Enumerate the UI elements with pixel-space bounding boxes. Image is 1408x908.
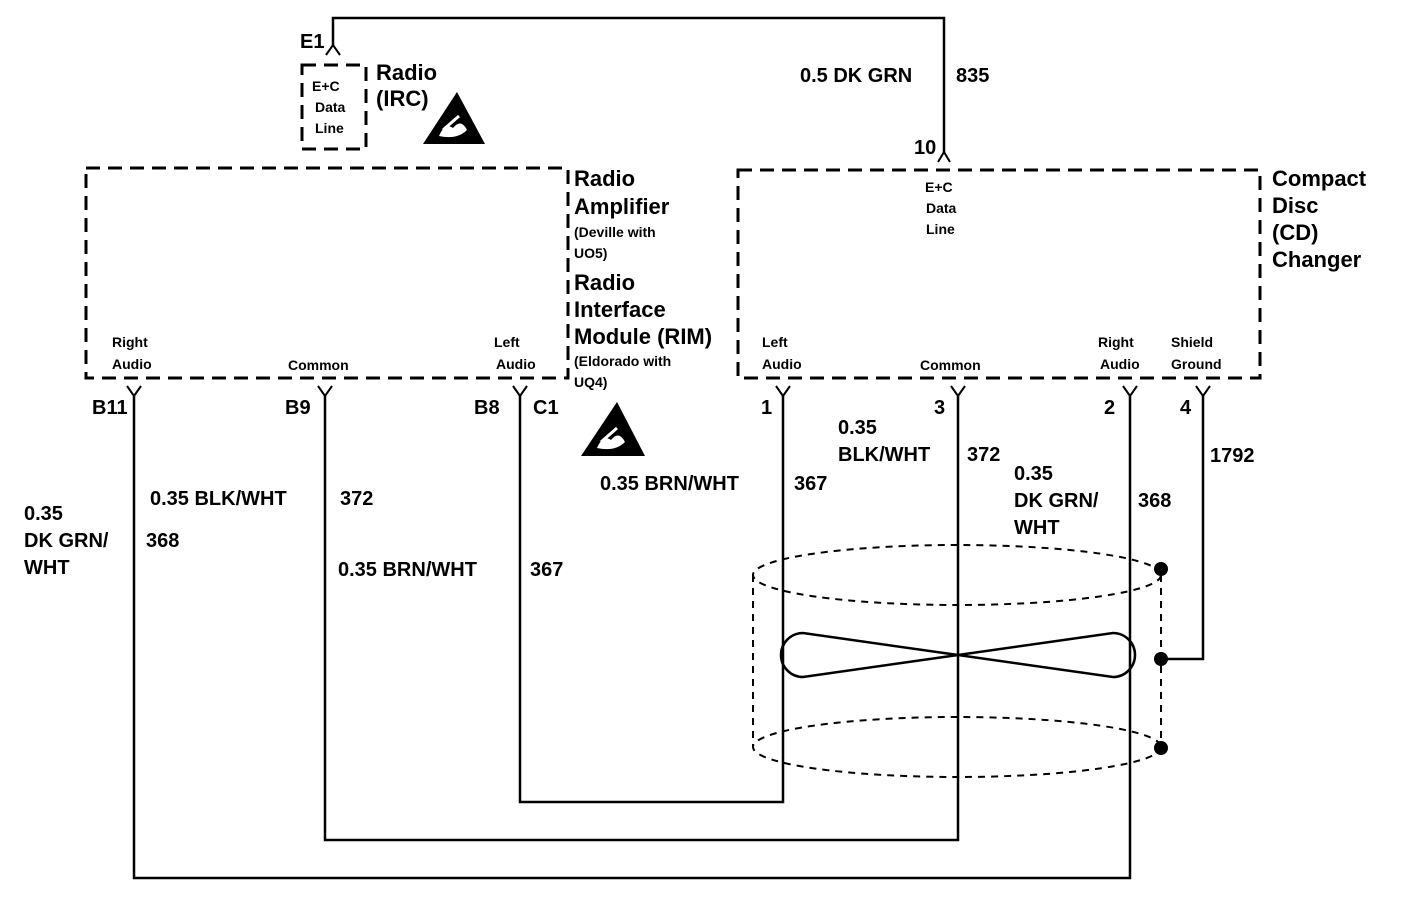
cd-pin-1-connector (775, 385, 791, 398)
shielded-twisted-cable (752, 544, 1168, 778)
shield-node-bottom (1154, 741, 1168, 755)
rim-note-1: (Eldorado with (574, 353, 671, 369)
amp-common-label: Common (288, 357, 349, 373)
cd-pin-10: 10 (914, 137, 936, 159)
rim-name-3: Module (RIM) (574, 324, 712, 349)
amplifier-box (84, 166, 570, 380)
amp-pin-c1: C1 (533, 397, 559, 419)
amp-right-color-2: WHT (24, 557, 70, 579)
cd-data-line-label-2: Data (926, 200, 957, 216)
radio-amplifier: Radio Amplifier (Deville with UO5) Radio… (84, 166, 712, 456)
radio-pin-e1: E1 (300, 31, 324, 53)
cd-changer: 10 E+C Data Line Compact Disc (CD) Chang… (736, 137, 1367, 419)
cd-pin-10-connector (937, 150, 951, 163)
rim-note-2: UQ4) (574, 374, 607, 390)
cd-common-size: 0.35 (838, 417, 877, 439)
radio-data-line-label-3: Line (315, 120, 344, 136)
cd-data-line-label-3: Line (926, 221, 955, 237)
amplifier-note-1: (Deville with (574, 224, 656, 240)
cd-right-circuit: 368 (1138, 490, 1171, 512)
rim-name-1: Radio (574, 270, 635, 295)
shield-node-middle (1154, 652, 1168, 666)
amp-left-audio-label-1: Left (494, 334, 520, 350)
cd-common-label: Common (920, 357, 981, 373)
cd-changer-name-3: (CD) (1272, 220, 1318, 245)
radio-name: Radio (376, 60, 437, 85)
amp-left-audio-label-2: Audio (496, 356, 536, 372)
wire-shield-1792 (1161, 396, 1205, 661)
cd-pin-2-connector (1122, 385, 1138, 398)
amp-left-circuit: 367 (530, 559, 563, 581)
radio-data-line-label-2: Data (315, 99, 346, 115)
cd-changer-name-2: Disc (1272, 193, 1318, 218)
amp-left-wire-label: 0.35 BRN/WHT (338, 559, 477, 581)
wire-data-circuit: 835 (956, 65, 989, 87)
rim-name-2: Interface (574, 297, 666, 322)
radio-name-sub: (IRC) (376, 86, 429, 111)
cd-right-color-1: DK GRN/ (1014, 490, 1099, 512)
cd-right-audio-label-1: Right (1098, 334, 1134, 350)
amp-right-audio-label-2: Audio (112, 356, 152, 372)
cd-pin-4-connector (1195, 385, 1211, 398)
cd-pin-2: 2 (1104, 397, 1115, 419)
cd-left-circuit: 367 (794, 473, 827, 495)
cd-pin-3: 3 (934, 397, 945, 419)
cd-common-color: BLK/WHT (838, 444, 930, 466)
cd-common-circuit: 372 (967, 444, 1000, 466)
wire-common-372 (323, 396, 960, 842)
radio-data-line-box (300, 63, 368, 151)
amp-right-color-1: DK GRN/ (24, 530, 109, 552)
amp-right-size: 0.35 (24, 503, 63, 525)
cd-left-wire-label: 0.35 BRN/WHT (600, 473, 739, 495)
cd-shield-ground-label-2: Ground (1171, 356, 1222, 372)
radio-irc: E1 E+C Data Line Radio (IRC) (300, 31, 485, 151)
cd-changer-name-4: Changer (1272, 247, 1362, 272)
cd-shield-ground-label-1: Shield (1171, 334, 1213, 350)
cd-changer-name-1: Compact (1272, 166, 1367, 191)
cd-data-line-label-1: E+C (925, 179, 953, 195)
cd-right-audio-label-2: Audio (1100, 356, 1140, 372)
cd-pin-4: 4 (1180, 397, 1192, 419)
cd-right-color-2: WHT (1014, 517, 1060, 539)
shield-node-top (1154, 562, 1168, 576)
amp-common-circuit: 372 (340, 488, 373, 510)
amplifier-name-2: Amplifier (574, 194, 670, 219)
radio-data-line-label-1: E+C (312, 78, 340, 94)
amp-pin-b9: B9 (285, 397, 311, 419)
cd-left-audio-label-1: Left (762, 334, 788, 350)
cd-pin-3-connector (950, 385, 966, 398)
cd-pin-1: 1 (761, 397, 772, 419)
wire-right-audio-368 (132, 396, 1132, 880)
cd-left-audio-label-2: Audio (762, 356, 802, 372)
wire-data-835 (331, 16, 946, 152)
esd-warning-icon (581, 402, 645, 456)
amp-pin-b11-connector (126, 385, 142, 398)
amp-common-wire-label: 0.35 BLK/WHT (150, 488, 287, 510)
cd-changer-box (736, 168, 1262, 380)
radio-pin-connector (325, 43, 341, 56)
amplifier-note-2: UO5) (574, 245, 607, 261)
wire-left-audio-367 (518, 396, 785, 804)
esd-warning-icon (423, 92, 485, 144)
amp-right-audio-label-1: Right (112, 334, 148, 350)
amp-pin-b8: B8 (474, 397, 500, 419)
cd-shield-circuit: 1792 (1210, 445, 1255, 467)
amp-right-circuit: 368 (146, 530, 179, 552)
amp-pin-b11: B11 (92, 397, 128, 419)
wire-data-size-color: 0.5 DK GRN (800, 65, 912, 87)
amp-pin-b8-connector (512, 385, 528, 398)
cd-right-size: 0.35 (1014, 463, 1053, 485)
twisted-pair (779, 631, 1137, 679)
amplifier-name-1: Radio (574, 166, 635, 191)
amp-pin-b9-connector (317, 385, 333, 398)
